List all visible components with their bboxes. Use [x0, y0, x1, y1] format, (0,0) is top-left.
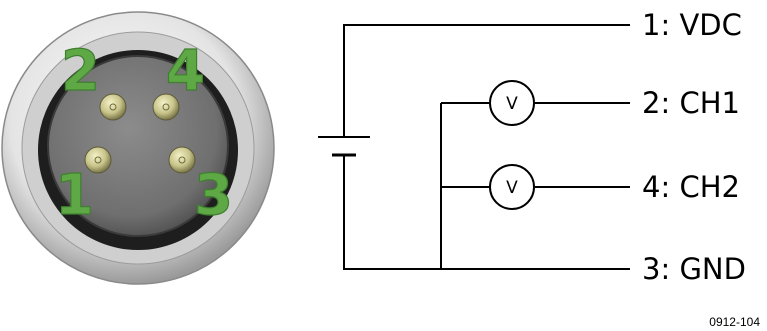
wire-gnd: [343, 155, 630, 270]
terminal-gnd-label: 3: GND: [642, 252, 746, 286]
connector-insert: [47, 55, 229, 237]
voltmeter-ch2-symbol: V: [506, 178, 518, 198]
circuit: V V 1: VDC 2: CH1 4: CH2 3: GND: [318, 8, 746, 286]
terminal-ch2-label: 4: CH2: [642, 170, 740, 204]
pin-number-2: 2: [61, 39, 100, 104]
terminal-ch1-label: 2: CH1: [642, 86, 740, 120]
wire-vdc: [343, 24, 630, 137]
pin-number-4: 4: [166, 39, 205, 104]
pin-number-3: 3: [194, 163, 233, 228]
figure-id: 0912-104: [709, 315, 760, 329]
voltmeter-ch1-symbol: V: [506, 94, 518, 114]
connector-face: 1 2 3 4: [1, 11, 275, 285]
connector-pin: [152, 93, 180, 121]
terminal-vdc-label: 1: VDC: [642, 8, 742, 42]
connector-pin: [99, 93, 127, 121]
connector-pin: [168, 146, 196, 174]
pin-number-1: 1: [55, 163, 94, 228]
connector-pin: [84, 146, 112, 174]
